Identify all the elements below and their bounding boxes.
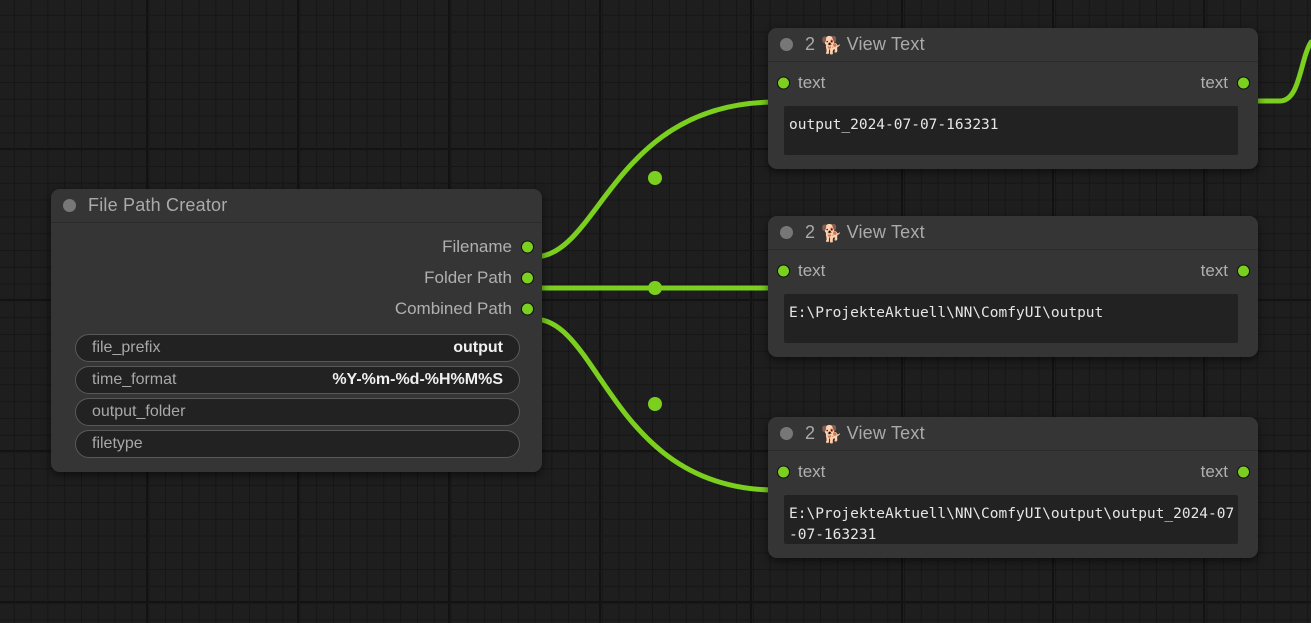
link-midpoint-dot[interactable] bbox=[648, 171, 662, 185]
widget-label: file_prefix bbox=[92, 339, 161, 356]
output-slot-text[interactable]: text bbox=[1013, 456, 1258, 487]
output-slot-label: Filename bbox=[442, 236, 512, 256]
output-slot-label: Combined Path bbox=[394, 298, 512, 318]
node-header[interactable]: File Path Creator bbox=[51, 189, 542, 223]
node-file-path-creator[interactable]: File Path Creator Filename Folder Path C… bbox=[51, 189, 542, 472]
link-filename bbox=[531, 99, 779, 260]
output-slot-label: Folder Path bbox=[424, 267, 512, 287]
widget-label: output_folder bbox=[92, 403, 186, 420]
input-slot-text[interactable]: text bbox=[768, 255, 1013, 286]
output-slot-label: text bbox=[1200, 72, 1228, 92]
node-badge: 2 bbox=[805, 221, 816, 242]
collapse-dot-icon[interactable] bbox=[780, 38, 793, 51]
output-slot-label: text bbox=[1200, 461, 1228, 481]
collapse-dot-icon[interactable] bbox=[780, 427, 793, 440]
widget-filetype[interactable]: filetype bbox=[75, 430, 520, 458]
node-header[interactable]: 2🐕View Text bbox=[768, 216, 1258, 250]
output-slot-combined-path[interactable]: Combined Path bbox=[51, 293, 542, 324]
input-port-dot[interactable] bbox=[777, 264, 790, 277]
link-midpoint-dot[interactable] bbox=[648, 397, 662, 411]
node-title: 2🐕View Text bbox=[805, 222, 925, 244]
node-view-text-3[interactable]: 2🐕View Text text text E:\ProjekteAktuell… bbox=[768, 417, 1258, 558]
node-badge: 2 bbox=[805, 33, 816, 54]
node-view-text-1[interactable]: 2🐕View Text text text output_2024-07-07-… bbox=[768, 28, 1258, 169]
input-slot-label: text bbox=[798, 461, 826, 481]
widget-file-prefix[interactable]: file_prefix output bbox=[75, 334, 520, 362]
widget-output-folder[interactable]: output_folder bbox=[75, 398, 520, 426]
link-combined-path bbox=[531, 316, 779, 493]
node-view-text-2[interactable]: 2🐕View Text text text E:\ProjekteAktuell… bbox=[768, 216, 1258, 357]
output-slot-text[interactable]: text bbox=[1013, 255, 1258, 286]
output-port-dot[interactable] bbox=[521, 271, 534, 284]
output-port-dot[interactable] bbox=[1237, 76, 1250, 89]
node-title: 2🐕View Text bbox=[805, 34, 925, 56]
input-slot-label: text bbox=[798, 72, 826, 92]
widget-time-format[interactable]: time_format %Y-%m-%d-%H%M%S bbox=[75, 366, 520, 394]
output-slot-filename[interactable]: Filename bbox=[51, 231, 542, 262]
node-header[interactable]: 2🐕View Text bbox=[768, 28, 1258, 62]
input-slot-text[interactable]: text bbox=[768, 456, 1013, 487]
text-display-area[interactable]: E:\ProjekteAktuell\NN\ComfyUI\output\out… bbox=[784, 495, 1238, 544]
dog-icon: 🐕 bbox=[821, 223, 843, 243]
output-port-dot[interactable] bbox=[521, 302, 534, 315]
output-port-dot[interactable] bbox=[1237, 465, 1250, 478]
input-slot-label: text bbox=[798, 260, 826, 280]
widget-label: filetype bbox=[92, 435, 143, 452]
node-title-text: View Text bbox=[846, 422, 925, 443]
node-badge: 2 bbox=[805, 422, 816, 443]
widget-label: time_format bbox=[92, 371, 177, 388]
node-title-text: View Text bbox=[846, 33, 925, 54]
widget-value[interactable]: %Y-%m-%d-%H%M%S bbox=[332, 371, 503, 388]
collapse-dot-icon[interactable] bbox=[780, 226, 793, 239]
text-display-area[interactable]: output_2024-07-07-163231 bbox=[784, 106, 1238, 155]
node-title: 2🐕View Text bbox=[805, 423, 925, 445]
dog-icon: 🐕 bbox=[821, 35, 843, 55]
dog-icon: 🐕 bbox=[821, 424, 843, 444]
output-slot-folder-path[interactable]: Folder Path bbox=[51, 262, 542, 293]
input-port-dot[interactable] bbox=[777, 76, 790, 89]
node-body: text text E:\ProjekteAktuell\NN\ComfyUI\… bbox=[768, 250, 1258, 343]
input-port-dot[interactable] bbox=[777, 465, 790, 478]
node-body: text text E:\ProjekteAktuell\NN\ComfyUI\… bbox=[768, 451, 1258, 544]
node-body: text text output_2024-07-07-163231 bbox=[768, 62, 1258, 155]
collapse-dot-icon[interactable] bbox=[63, 199, 76, 212]
link-midpoint-dot[interactable] bbox=[648, 281, 662, 295]
widget-value[interactable]: output bbox=[453, 339, 503, 356]
node-title-text: View Text bbox=[846, 221, 925, 242]
text-display-area[interactable]: E:\ProjekteAktuell\NN\ComfyUI\output bbox=[784, 294, 1238, 343]
output-slot-text[interactable]: text bbox=[1013, 67, 1258, 98]
node-body: Filename Folder Path Combined Path file_… bbox=[51, 223, 542, 472]
output-port-dot[interactable] bbox=[521, 240, 534, 253]
input-slot-text[interactable]: text bbox=[768, 67, 1013, 98]
node-title: File Path Creator bbox=[88, 195, 228, 215]
node-header[interactable]: 2🐕View Text bbox=[768, 417, 1258, 451]
output-port-dot[interactable] bbox=[1237, 264, 1250, 277]
output-slot-label: text bbox=[1200, 260, 1228, 280]
